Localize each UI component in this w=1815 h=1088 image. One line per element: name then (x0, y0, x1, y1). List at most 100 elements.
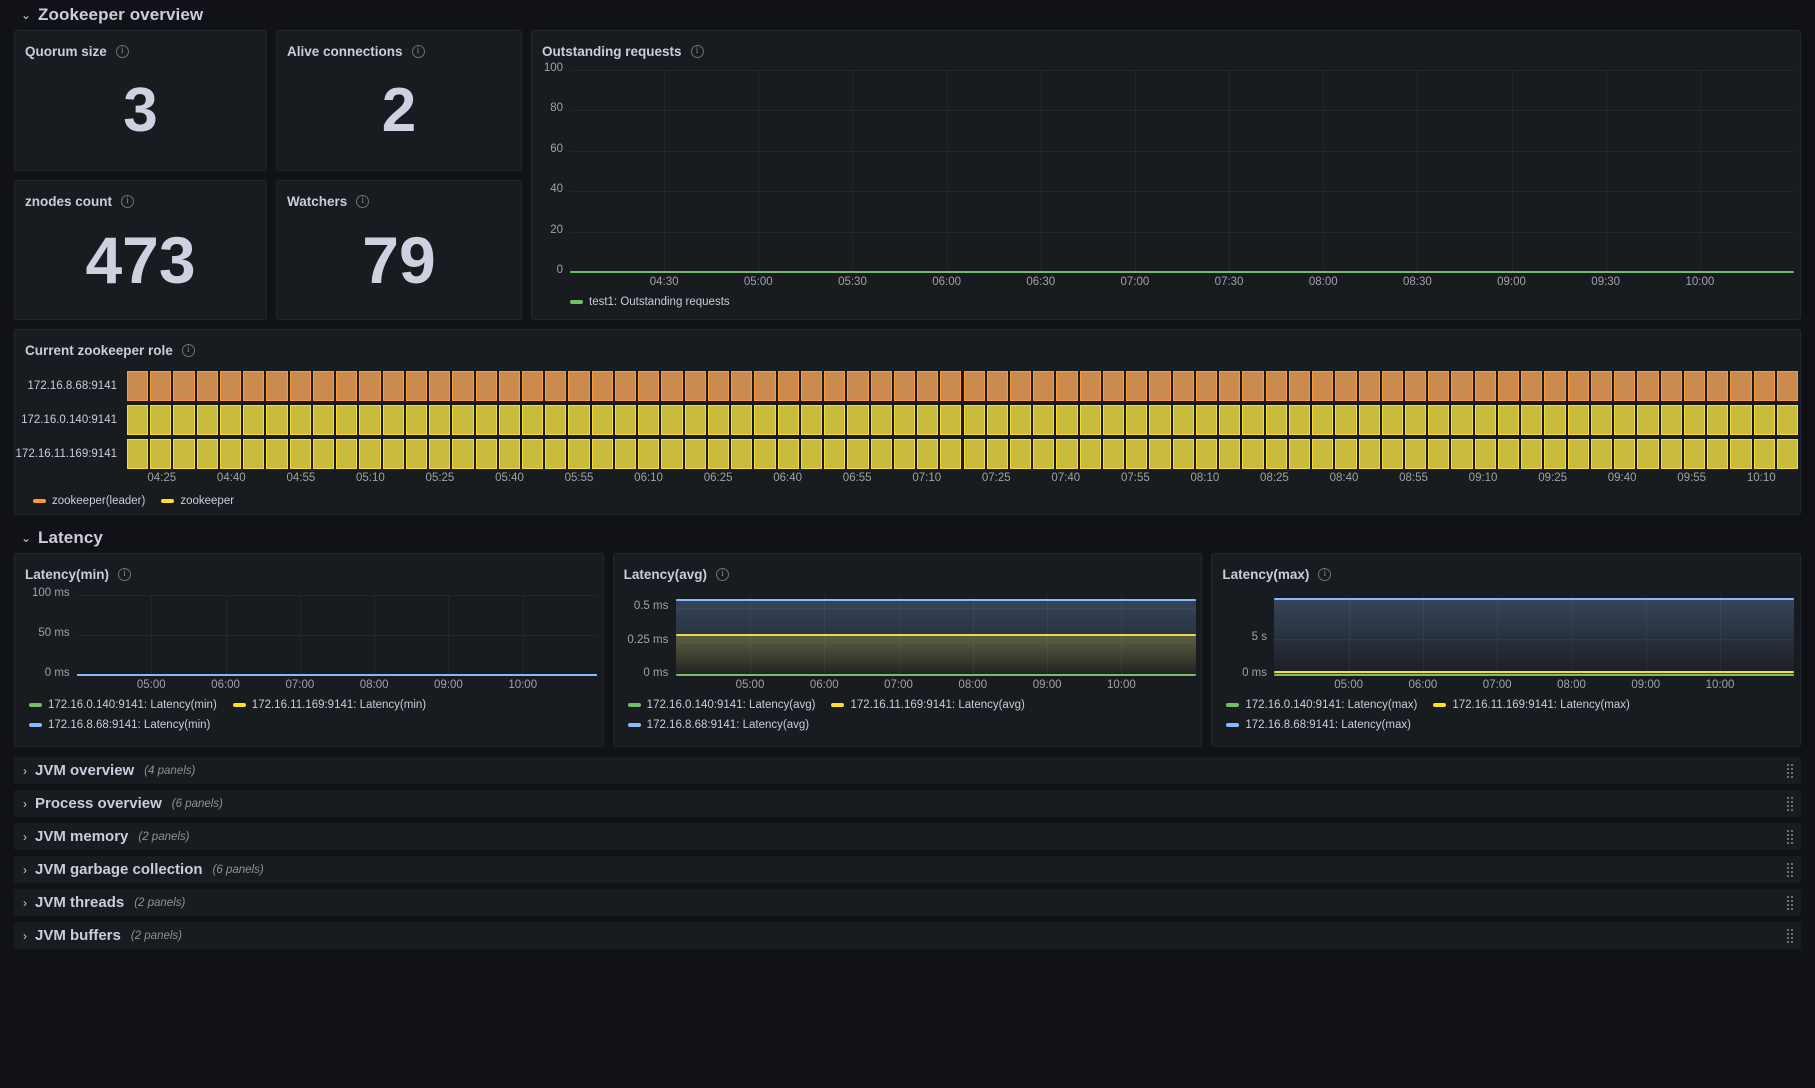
timeline-track[interactable] (127, 439, 1800, 469)
timeline-segment[interactable] (150, 371, 172, 401)
timeline-segment[interactable] (452, 439, 474, 469)
timeline-segment[interactable] (150, 405, 172, 435)
timeline-segment[interactable] (963, 405, 985, 435)
timeline-segment[interactable] (382, 439, 404, 469)
timeline-segment[interactable] (1428, 371, 1450, 401)
legend-item[interactable]: test1: Outstanding requests (570, 292, 730, 312)
timeline-segment[interactable] (847, 439, 869, 469)
drag-handle-icon[interactable] (1787, 895, 1793, 910)
timeline-segment[interactable] (312, 371, 335, 401)
timeline-segment[interactable] (266, 371, 288, 401)
drag-handle-icon[interactable] (1787, 928, 1793, 943)
timeline-segment[interactable] (219, 371, 242, 401)
legend-item[interactable]: 172.16.8.68:9141: Latency(max) (1226, 715, 1411, 735)
timeline-segment[interactable] (1428, 405, 1450, 435)
timeline-track[interactable] (127, 405, 1800, 435)
timeline-segment[interactable] (266, 439, 288, 469)
legend-item[interactable]: 172.16.0.140:9141: Latency(min) (29, 695, 217, 715)
timeline-segment[interactable] (917, 405, 939, 435)
timeline-segment[interactable] (777, 439, 799, 469)
timeline-segment[interactable] (475, 371, 497, 401)
timeline-segment[interactable] (940, 439, 962, 469)
timeline-segment[interactable] (1195, 405, 1218, 435)
timeline-segment[interactable] (1590, 439, 1613, 469)
timeline-segment[interactable] (1056, 371, 1078, 401)
timeline-segment[interactable] (1776, 439, 1798, 469)
timeline-segment[interactable] (731, 439, 753, 469)
timeline-segment[interactable] (382, 405, 404, 435)
stat-panel-alive-connections[interactable]: Alive connections 2 (276, 30, 522, 171)
timeline-segment[interactable] (1288, 371, 1311, 401)
timeline-segment[interactable] (1079, 371, 1101, 401)
timeline-segment[interactable] (824, 371, 846, 401)
timeline-segment[interactable] (1614, 439, 1636, 469)
timeline-segment[interactable] (1683, 439, 1706, 469)
legend-item[interactable]: zookeeper(leader) (33, 491, 145, 511)
timeline-segment[interactable] (1474, 371, 1496, 401)
timeline-segment[interactable] (1590, 405, 1613, 435)
timeline-segment[interactable] (893, 439, 916, 469)
timeline-segment[interactable] (359, 371, 381, 401)
timeline-segment[interactable] (568, 405, 590, 435)
timeline-segment[interactable] (196, 405, 218, 435)
info-icon[interactable] (121, 194, 134, 208)
drag-handle-icon[interactable] (1787, 796, 1793, 811)
timeline-segment[interactable] (219, 405, 242, 435)
timeline-segment[interactable] (661, 371, 683, 401)
graph-panel-latency-max[interactable]: Latency(max) 0 ms5 s05:0006:0007:0008:00… (1211, 553, 1802, 747)
timeline-segment[interactable] (1474, 439, 1496, 469)
timeline-segment[interactable] (661, 439, 683, 469)
timeline-segment[interactable] (1033, 439, 1055, 469)
timeline-segment[interactable] (1009, 371, 1032, 401)
timeline-segment[interactable] (545, 439, 567, 469)
timeline-panel-current-zookeeper-role[interactable]: Current zookeeper role 172.16.8.68:91411… (14, 329, 1801, 515)
timeline-segment[interactable] (1219, 371, 1241, 401)
timeline-segment[interactable] (614, 439, 637, 469)
timeline-segment[interactable] (1730, 405, 1752, 435)
timeline-segment[interactable] (1149, 439, 1171, 469)
timeline-segment[interactable] (312, 439, 335, 469)
timeline-segment[interactable] (1172, 439, 1194, 469)
timeline-segment[interactable] (986, 405, 1008, 435)
timeline-segment[interactable] (1381, 405, 1403, 435)
timeline-segment[interactable] (1707, 405, 1729, 435)
timeline-segment[interactable] (638, 405, 660, 435)
collapsed-row-jvm-buffers[interactable]: ›JVM buffers(2 panels) (14, 922, 1801, 949)
timeline-segment[interactable] (336, 439, 358, 469)
timeline-segment[interactable] (707, 439, 730, 469)
timeline-segment[interactable] (289, 439, 311, 469)
timeline-segment[interactable] (777, 405, 799, 435)
timeline-segment[interactable] (196, 439, 218, 469)
timeline-segment[interactable] (405, 439, 428, 469)
timeline-segment[interactable] (1126, 405, 1148, 435)
timeline-segment[interactable] (1195, 439, 1218, 469)
timeline-segment[interactable] (405, 371, 428, 401)
timeline-segment[interactable] (1195, 371, 1218, 401)
timeline-segment[interactable] (429, 439, 451, 469)
graph-panel-latency-avg[interactable]: Latency(avg) 0 ms0.25 ms0.5 ms05:0006:00… (612, 553, 1203, 747)
timeline-segment[interactable] (1172, 371, 1194, 401)
timeline-segment[interactable] (847, 371, 869, 401)
timeline-segment[interactable] (917, 439, 939, 469)
timeline-segment[interactable] (1428, 439, 1450, 469)
timeline-segment[interactable] (266, 405, 288, 435)
stat-panel-watchers[interactable]: Watchers 79 (276, 180, 522, 320)
timeline-segment[interactable] (545, 371, 567, 401)
timeline-segment[interactable] (1451, 439, 1473, 469)
timeline-segment[interactable] (498, 405, 520, 435)
timeline-segment[interactable] (1451, 371, 1473, 401)
timeline-segment[interactable] (1102, 405, 1125, 435)
timeline-segment[interactable] (568, 371, 590, 401)
info-icon[interactable] (690, 44, 704, 58)
timeline-segment[interactable] (800, 439, 823, 469)
timeline-segment[interactable] (452, 371, 474, 401)
info-icon[interactable] (411, 44, 425, 58)
collapsed-row-jvm-threads[interactable]: ›JVM threads(2 panels) (14, 889, 1801, 916)
timeline-segment[interactable] (1614, 405, 1636, 435)
timeline-segment[interactable] (1497, 405, 1520, 435)
timeline-segment[interactable] (1590, 371, 1613, 401)
timeline-segment[interactable] (312, 405, 335, 435)
timeline-segment[interactable] (800, 371, 823, 401)
timeline-segment[interactable] (614, 371, 637, 401)
